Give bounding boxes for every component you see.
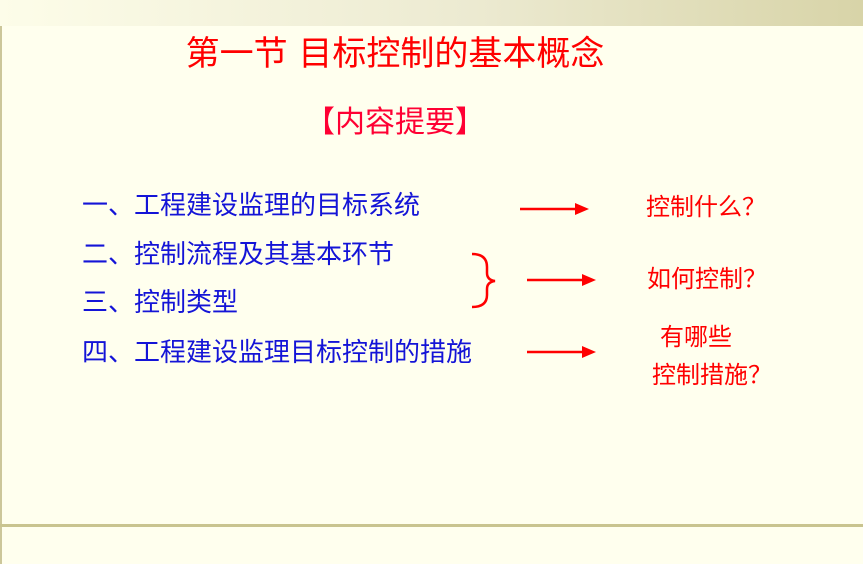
arrow-1-icon	[520, 203, 589, 215]
slide-title: 第一节 目标控制的基本概念	[185, 34, 605, 74]
question-how-to-control: 如何控制？	[647, 265, 767, 293]
question-what-to-control: 控制什么？	[646, 193, 766, 221]
content-summary-heading: 【内容提要】	[305, 105, 485, 140]
outline-item-3: 三、控制类型	[82, 288, 239, 318]
outline-item-4: 四、工程建设监理目标控制的措施	[82, 338, 473, 368]
question-measures-line-1: 有哪些	[660, 323, 732, 351]
arrow-2-icon	[527, 274, 596, 286]
outline-item-2: 二、控制流程及其基本环节	[82, 240, 395, 270]
arrow-3-icon	[527, 346, 596, 358]
bottom-divider	[0, 524, 863, 527]
question-measures-line-2: 控制措施？	[652, 361, 772, 389]
brace-icon	[471, 252, 496, 309]
left-decorative-line	[0, 26, 2, 564]
top-decorative-band	[0, 0, 863, 26]
outline-item-1: 一、工程建设监理的目标系统	[82, 191, 421, 221]
